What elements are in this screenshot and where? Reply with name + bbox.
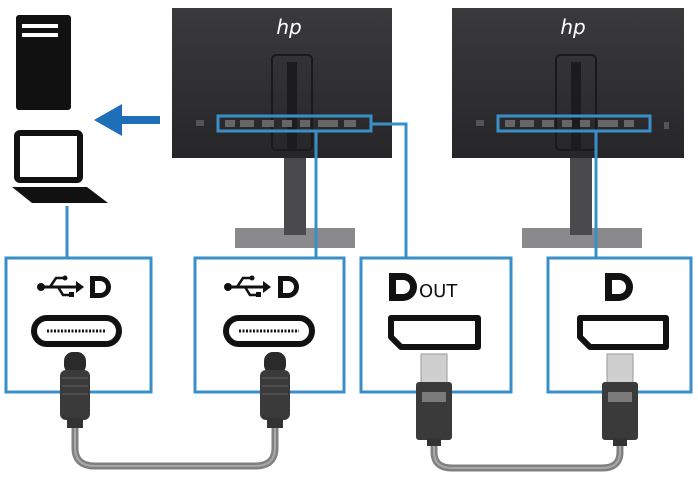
usb-c-port-icon — [31, 315, 122, 347]
usb-icon — [37, 275, 84, 297]
displayport-icon — [278, 276, 299, 298]
displayport-plug — [416, 353, 452, 446]
displayport-icon — [90, 276, 111, 298]
usb-c-plug — [260, 352, 290, 428]
displayport-icon — [389, 273, 417, 301]
connection-lines — [65, 122, 598, 258]
out-label: OUT — [419, 281, 458, 302]
laptop-icon — [12, 130, 108, 203]
displayport-port-icon — [577, 315, 669, 350]
usb-icon — [224, 275, 271, 297]
monitor-1: hp — [172, 8, 392, 248]
usb-c-plug — [60, 352, 90, 428]
displayport-plug — [602, 353, 638, 446]
displayport-icon — [605, 273, 633, 301]
usb-c-cable — [60, 352, 290, 470]
desktop-tower-icon — [16, 15, 71, 110]
usb-c-port-icon — [223, 315, 315, 347]
hp-logo: hp — [276, 15, 301, 39]
left-arrow-icon — [94, 104, 160, 136]
displayport-cable — [416, 353, 638, 472]
monitor-2: hp — [452, 8, 684, 248]
hp-logo: hp — [560, 15, 585, 39]
displayport-port-icon — [388, 315, 481, 350]
